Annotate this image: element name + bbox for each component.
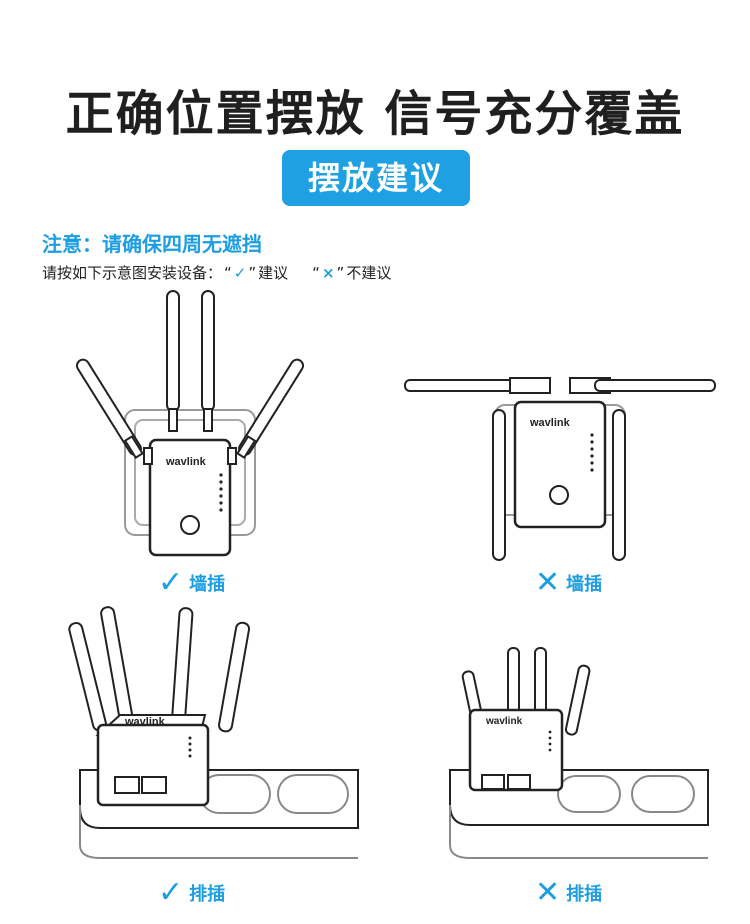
notice-text: 注意：请确保四周无遮挡 bbox=[42, 232, 262, 256]
illustration-strip-correct: wavlink bbox=[40, 600, 360, 865]
not-recommend-label: 不建议 bbox=[346, 264, 392, 282]
brand-logo: wavlink bbox=[485, 716, 523, 727]
caption-strip-wrong: ✕ 排插 bbox=[535, 875, 603, 910]
caption-wall-correct: ✓ 墙插 bbox=[158, 565, 226, 600]
cross-icon: × bbox=[321, 263, 335, 282]
brand-logo: wavlink bbox=[165, 456, 207, 468]
cross-icon: ✕ bbox=[535, 565, 561, 600]
check-icon: ✓ bbox=[158, 875, 184, 910]
recommend-label: 建议 bbox=[258, 264, 289, 282]
check-icon: ✓ bbox=[233, 263, 247, 282]
section-badge: 摆放建议 bbox=[282, 150, 470, 206]
caption-wall-wrong: ✕ 墙插 bbox=[535, 565, 603, 600]
instruction-line: 请按如下示意图安装设备： “ ✓ ” 建议 “ × ” 不建议 bbox=[42, 263, 392, 283]
caption-strip-correct: ✓ 排插 bbox=[158, 875, 226, 910]
illustration-wall-wrong: wavlink bbox=[395, 350, 725, 570]
illustration-wall-correct: wavlink bbox=[40, 285, 340, 570]
page-title: 正确位置摆放 信号充分覆盖 bbox=[65, 86, 685, 142]
cross-icon: ✕ bbox=[535, 875, 561, 910]
check-icon: ✓ bbox=[158, 565, 184, 600]
brand-logo: wavlink bbox=[124, 716, 166, 728]
instruction-text: 请按如下示意图安装设备： bbox=[42, 264, 223, 282]
illustration-strip-wrong: wavlink bbox=[440, 640, 710, 865]
brand-logo: wavlink bbox=[529, 417, 571, 429]
